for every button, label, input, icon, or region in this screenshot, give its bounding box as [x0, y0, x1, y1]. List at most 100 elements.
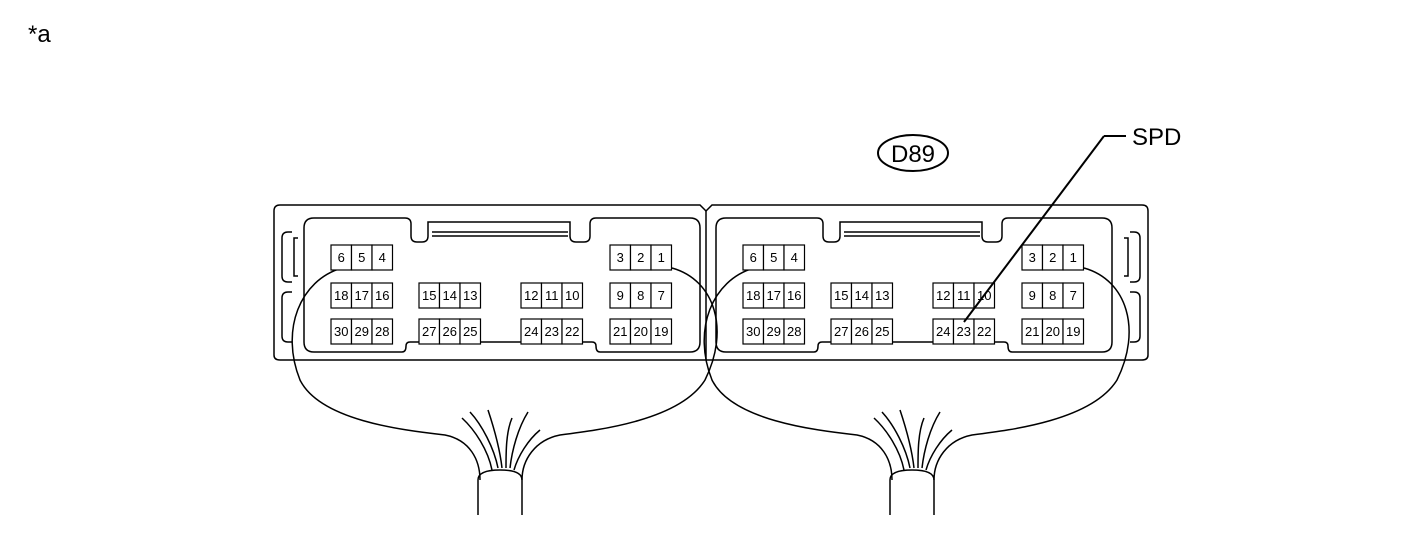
pin-cell: 15 [830, 282, 853, 309]
pin-cell: 20 [629, 318, 652, 345]
pin-cell: 10 [561, 282, 584, 309]
pin-cell-box [459, 318, 482, 345]
pin-number: 26 [855, 324, 869, 339]
pin-number: 2 [637, 250, 644, 265]
pin-number: 14 [443, 288, 457, 303]
pin-number: 24 [524, 324, 538, 339]
pin-cell-box [783, 282, 806, 309]
connector-id: D89 [891, 141, 935, 168]
pin-cell: 26 [850, 318, 873, 345]
pin-number: 13 [463, 288, 477, 303]
pin-number: 8 [637, 288, 644, 303]
pin-cell-box [371, 318, 394, 345]
pin-number: 23 [545, 324, 559, 339]
pin-cell: 5 [762, 244, 785, 271]
pin-number: 16 [375, 288, 389, 303]
pin-cell-box [650, 282, 673, 309]
pin-number: 6 [750, 250, 757, 265]
pin-cell: 6 [742, 244, 765, 271]
pin-number: 30 [746, 324, 760, 339]
pin-number: 30 [334, 324, 348, 339]
pin-number: 28 [787, 324, 801, 339]
pin-cell: 3 [609, 244, 632, 271]
pin-cell: 27 [830, 318, 853, 345]
pin-cell: 16 [783, 282, 806, 309]
connector-housing [273, 204, 1149, 361]
wire-harness [291, 267, 1130, 515]
pin-cell: 21 [1021, 318, 1044, 345]
pin-cell: 26 [438, 318, 461, 345]
pin-number: 19 [1066, 324, 1080, 339]
pin-number: 1 [658, 250, 665, 265]
connector-half-right: 6541817163029281514132726251211102423223… [742, 244, 1085, 345]
pin-cell: 7 [650, 282, 673, 309]
pin-number: 17 [767, 288, 781, 303]
pin-cell: 22 [973, 318, 996, 345]
pin-number: 4 [791, 250, 798, 265]
pin-number: 7 [1070, 288, 1077, 303]
pin-number: 25 [463, 324, 477, 339]
pin-cell: 9 [1021, 282, 1044, 309]
pin-number: 23 [957, 324, 971, 339]
pin-number: 28 [375, 324, 389, 339]
pin-cell: 4 [371, 244, 394, 271]
pin-cell: 24 [932, 318, 955, 345]
pin-cell: 8 [629, 282, 652, 309]
pin-number: 11 [957, 288, 971, 303]
pin-cell: 14 [438, 282, 461, 309]
pin-number: 21 [1025, 324, 1039, 339]
pin-number: 9 [617, 288, 624, 303]
pin-cell: 5 [350, 244, 373, 271]
pin-cell: 11 [952, 282, 975, 309]
pin-number: 10 [565, 288, 579, 303]
pin-cell: 19 [1062, 318, 1085, 345]
pin-cell: 11 [540, 282, 563, 309]
pin-number: 22 [565, 324, 579, 339]
pin-cell: 14 [850, 282, 873, 309]
pin-cell: 19 [650, 318, 673, 345]
pin-number: 6 [338, 250, 345, 265]
pin-cell: 21 [609, 318, 632, 345]
pin-number: 18 [334, 288, 348, 303]
pin-number: 20 [634, 324, 648, 339]
pin-number: 20 [1046, 324, 1060, 339]
pin-cell-box [459, 282, 482, 309]
pin-number: 5 [358, 250, 365, 265]
pin-number: 27 [834, 324, 848, 339]
pin-cell-box [1062, 282, 1085, 309]
pin-number: 13 [875, 288, 889, 303]
pin-number: 15 [834, 288, 848, 303]
pin-number: 8 [1049, 288, 1056, 303]
pin-cell: 16 [371, 282, 394, 309]
pin-cell: 25 [871, 318, 894, 345]
pin-cell: 15 [418, 282, 441, 309]
pin-cell: 22 [561, 318, 584, 345]
pin-number: 17 [355, 288, 369, 303]
pin-number: 19 [654, 324, 668, 339]
pin-cell: 2 [1041, 244, 1064, 271]
pin-cell: 13 [459, 282, 482, 309]
pin-cell: 29 [762, 318, 785, 345]
pin-number: 27 [422, 324, 436, 339]
pin-number: 1 [1070, 250, 1077, 265]
pin-number: 26 [443, 324, 457, 339]
pin-cell: 18 [330, 282, 353, 309]
pin-cell: 13 [871, 282, 894, 309]
pin-cell: 3 [1021, 244, 1044, 271]
pin-cell: 27 [418, 318, 441, 345]
pin-cell: 30 [330, 318, 353, 345]
pin-cell-box [371, 244, 394, 271]
pin-cell: 1 [650, 244, 673, 271]
pin-number: 14 [855, 288, 869, 303]
pin-cell: 25 [459, 318, 482, 345]
callout-label: SPD [1132, 124, 1181, 151]
pin-cell: 17 [350, 282, 373, 309]
pin-cell: 1 [1062, 244, 1085, 271]
pin-cell: 12 [932, 282, 955, 309]
pin-number: 15 [422, 288, 436, 303]
pin-number: 4 [379, 250, 386, 265]
pin-number: 7 [658, 288, 665, 303]
pin-cell-box [871, 318, 894, 345]
